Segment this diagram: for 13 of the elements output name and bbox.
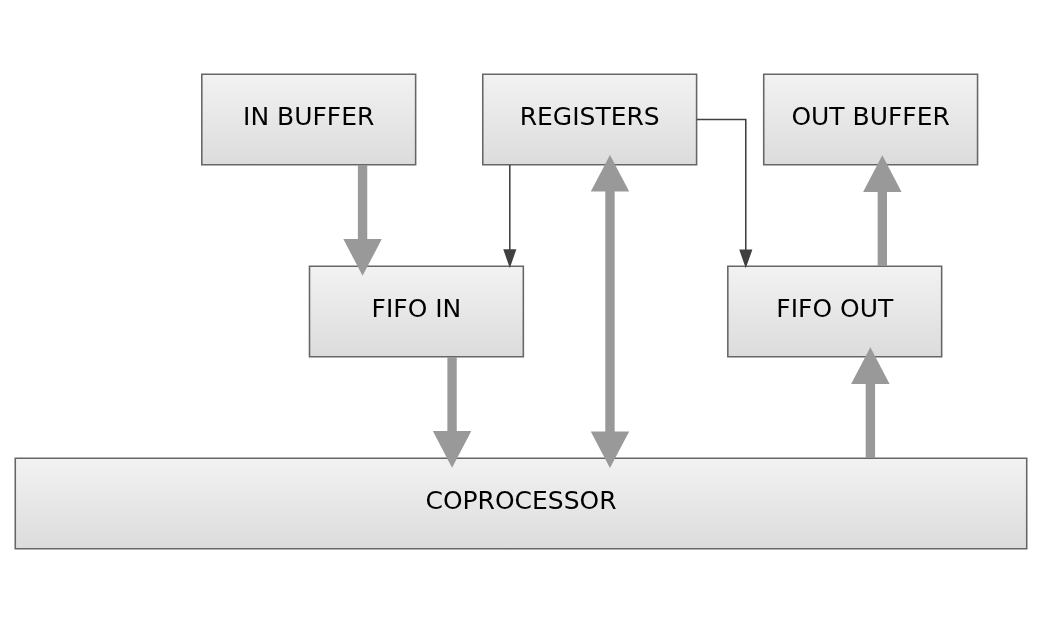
node-box: COPROCESSOR [14, 456, 1028, 550]
arrow [863, 154, 902, 266]
arrow [590, 154, 630, 468]
arrow [851, 346, 890, 458]
arrow [696, 118, 753, 268]
node-box: FIFO IN [308, 264, 525, 358]
node-box: REGISTERS [482, 72, 698, 166]
node-box: FIFO OUT [727, 264, 943, 358]
arrow [503, 163, 517, 268]
arrow [432, 356, 472, 468]
node-box: OUT BUFFER [762, 72, 979, 166]
node-box: IN BUFFER [201, 72, 417, 166]
arrow [343, 164, 382, 276]
